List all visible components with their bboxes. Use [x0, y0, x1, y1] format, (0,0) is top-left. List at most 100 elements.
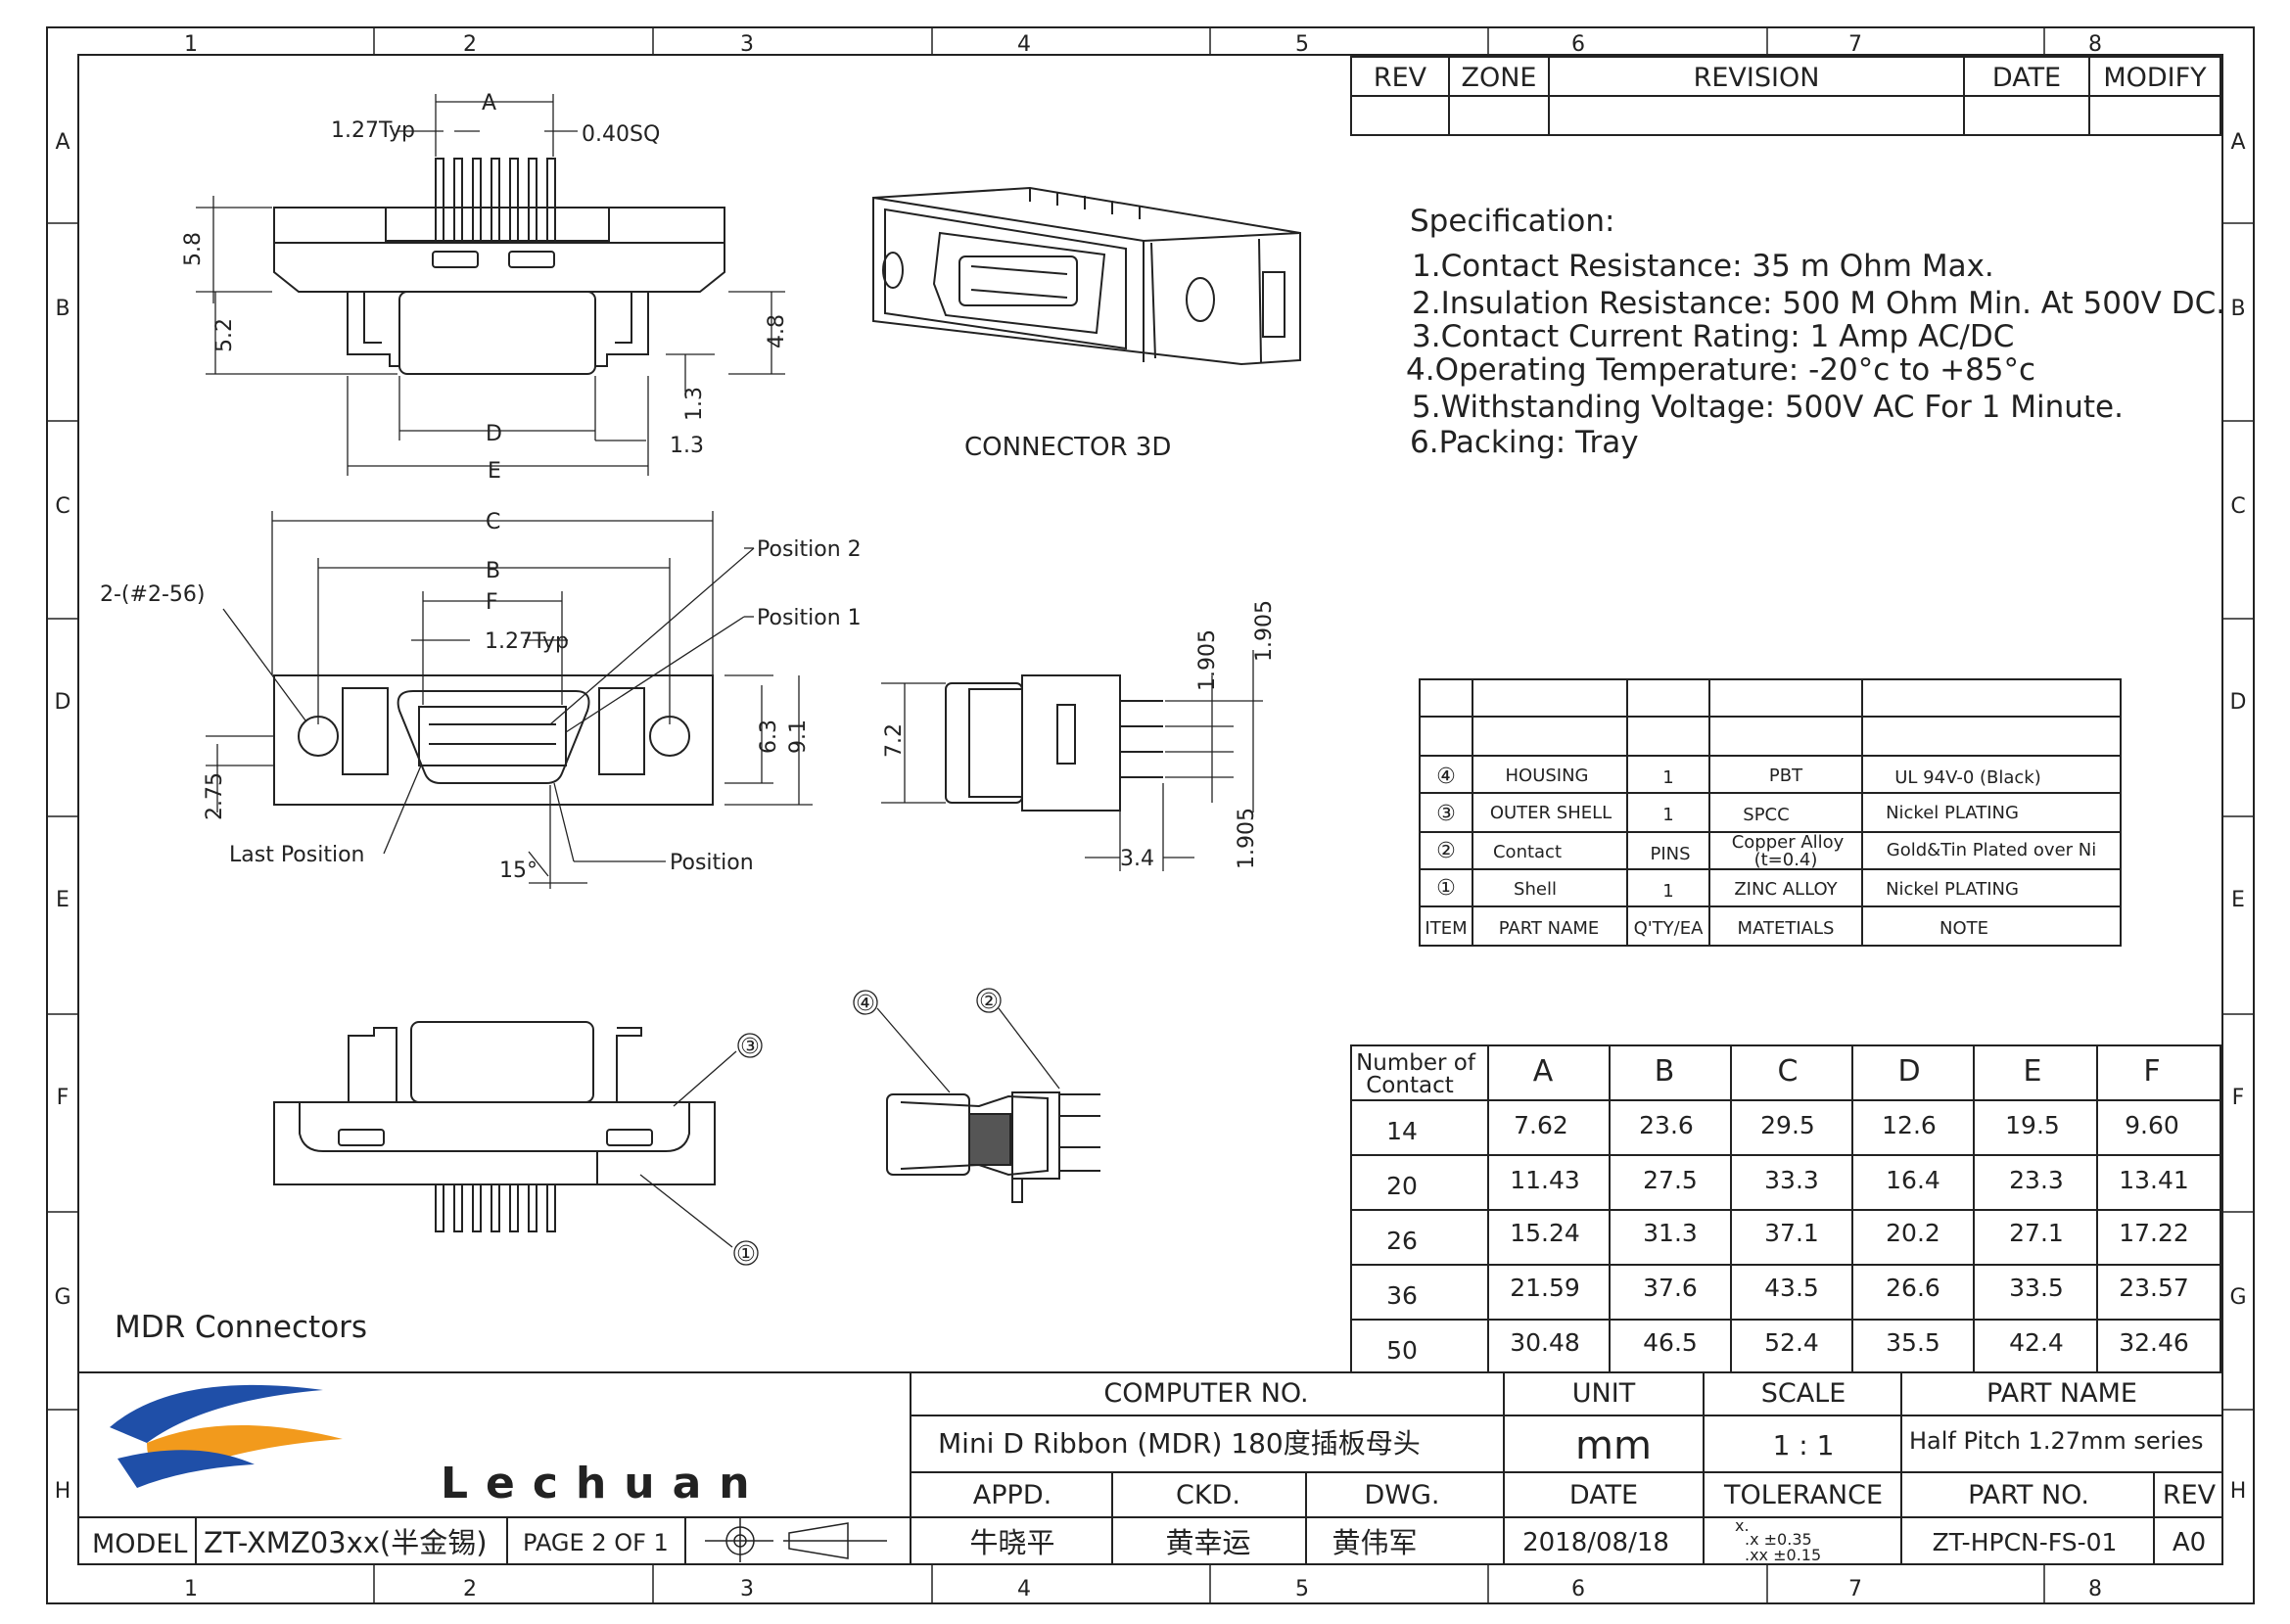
col-e: E — [2024, 1054, 2042, 1089]
grid-labels: 1 2 3 4 5 6 7 8 1 2 3 4 5 6 7 8 A B C D … — [54, 32, 2246, 1601]
angle-label: 15° — [499, 858, 537, 883]
part-note: Nickel PLATING — [1886, 879, 2019, 900]
unit-value: mm — [1575, 1423, 1652, 1468]
cell: 43.5 — [1764, 1274, 1819, 1302]
row-label-left: A — [55, 130, 70, 155]
front-view-dim-labels: C B F 1.27Typ 2-(#2-56) Position 2 Posit… — [100, 510, 862, 883]
dim-3-4: 3.4 — [1120, 847, 1154, 871]
cell: 33.5 — [2009, 1274, 2064, 1302]
header-part-name: PART NAME — [1499, 918, 1600, 939]
row-label-left: G — [54, 1285, 70, 1310]
cell: 37.1 — [1764, 1219, 1819, 1247]
part-qty: 1 — [1662, 767, 1673, 788]
cell: 37.6 — [1643, 1274, 1698, 1302]
revision-table: REV ZONE REVISION DATE MODIFY — [1350, 56, 2221, 136]
lechuan-logo-icon — [110, 1384, 343, 1488]
date-header: DATE — [1992, 63, 2061, 93]
dwg-value: 黄伟军 — [1332, 1526, 1417, 1559]
position-label: Position — [670, 851, 754, 875]
cell: 15.24 — [1510, 1219, 1580, 1247]
tol-1: .x ±0.35 — [1745, 1530, 1812, 1549]
callout-2: ② — [979, 990, 999, 1014]
grid-ticks — [47, 27, 2254, 1603]
row-label-right: B — [2230, 297, 2245, 321]
cell: 23.6 — [1639, 1111, 1694, 1139]
revision-header: REVISION — [1694, 63, 1820, 93]
dimension-table: Number of Contact A B C D E F 14 7.62 23… — [1350, 1044, 2221, 1373]
model-label: MODEL — [92, 1529, 187, 1559]
spec-item: 4.Operating Temperature: -20°c to +85°c — [1406, 352, 2035, 388]
appd-label: APPD. — [973, 1480, 1052, 1510]
last-position-label: Last Position — [229, 843, 364, 867]
dim-7-2: 7.2 — [882, 723, 907, 758]
position-1-label: Position 1 — [757, 606, 862, 630]
header-item: ITEM — [1425, 918, 1467, 939]
cell: 19.5 — [2005, 1111, 2060, 1139]
side-view — [945, 674, 1163, 812]
scale-value: 1 : 1 — [1773, 1429, 1835, 1462]
brand-name: Lechuan — [441, 1459, 768, 1508]
part-material: SPCC — [1743, 805, 1789, 825]
cell: 12.6 — [1882, 1111, 1937, 1139]
part-name-label: PART NAME — [1986, 1378, 2137, 1409]
appd-value: 牛晓平 — [969, 1526, 1054, 1559]
callout-3: ③ — [740, 1035, 760, 1059]
side-view-dim-labels: 7.2 1.905 1.905 1.905 3.4 — [882, 600, 1277, 871]
contact-count: 14 — [1386, 1117, 1418, 1145]
row-label-right: A — [2230, 130, 2245, 155]
part-qty: PINS — [1650, 844, 1690, 864]
section-view — [886, 1091, 1100, 1203]
col-c: C — [1778, 1054, 1799, 1089]
col-label-top: 3 — [740, 32, 754, 57]
part-item: ③ — [1436, 802, 1456, 826]
header-material: MATETIALS — [1738, 918, 1835, 939]
projection-symbol-icon — [705, 1517, 887, 1562]
row-label-left: C — [55, 494, 70, 519]
row-label-left: E — [56, 888, 70, 912]
cell: 16.4 — [1886, 1166, 1940, 1194]
dim-5-8: 5.8 — [181, 232, 206, 266]
row-label-left: D — [55, 690, 71, 715]
cell: 31.3 — [1643, 1219, 1698, 1247]
col-label-bottom: 4 — [1017, 1577, 1031, 1601]
part-name-value: Half Pitch 1.27mm series — [1909, 1427, 2203, 1455]
dim-1-3v: 1.3 — [682, 387, 707, 421]
cell: 17.22 — [2119, 1219, 2189, 1247]
cell: 33.3 — [1764, 1166, 1819, 1194]
scale-label: SCALE — [1761, 1378, 1846, 1409]
part-material-2: (t=0.4) — [1754, 850, 1818, 870]
zone-header: ZONE — [1461, 63, 1536, 93]
tolerance-label: TOLERANCE — [1723, 1480, 1883, 1510]
part-name: Shell — [1514, 879, 1557, 900]
col-label-top: 4 — [1017, 32, 1031, 57]
row-label-left: F — [57, 1086, 70, 1110]
row-label-right: H — [2230, 1479, 2247, 1504]
col-label-top: 8 — [2088, 32, 2102, 57]
col-a: A — [1533, 1054, 1554, 1089]
dim-6-3: 6.3 — [757, 719, 781, 754]
cell: 30.48 — [1510, 1328, 1580, 1357]
row-label-right: D — [2230, 690, 2247, 715]
cell: 23.3 — [2009, 1166, 2064, 1194]
col-b: B — [1655, 1054, 1675, 1089]
part-material: Copper Alloy — [1732, 832, 1845, 853]
spec-item: 6.Packing: Tray — [1410, 425, 1639, 460]
mdr-caption: MDR Connectors — [115, 1310, 367, 1345]
dim-1-905-c: 1.905 — [1235, 808, 1259, 869]
col-label-bottom: 5 — [1295, 1577, 1309, 1601]
cell: 42.4 — [2009, 1328, 2064, 1357]
cell: 21.59 — [1510, 1274, 1580, 1302]
modify-header: MODIFY — [2103, 63, 2207, 93]
dim-sq: 0.40SQ — [582, 122, 660, 147]
rev-header: REV — [1374, 63, 1427, 93]
dim-a: A — [482, 91, 496, 116]
product-name: Mini D Ribbon (MDR) 180度插板母头 — [938, 1427, 1421, 1460]
front-view-dimensions — [206, 511, 813, 889]
contact-count: 20 — [1386, 1172, 1418, 1200]
rev-value: A0 — [2173, 1528, 2206, 1557]
date-value: 2018/08/18 — [1522, 1528, 1669, 1557]
cell: 27.5 — [1643, 1166, 1698, 1194]
connector-3d-label: CONNECTOR 3D — [964, 433, 1171, 462]
col-label-top: 5 — [1295, 32, 1309, 57]
